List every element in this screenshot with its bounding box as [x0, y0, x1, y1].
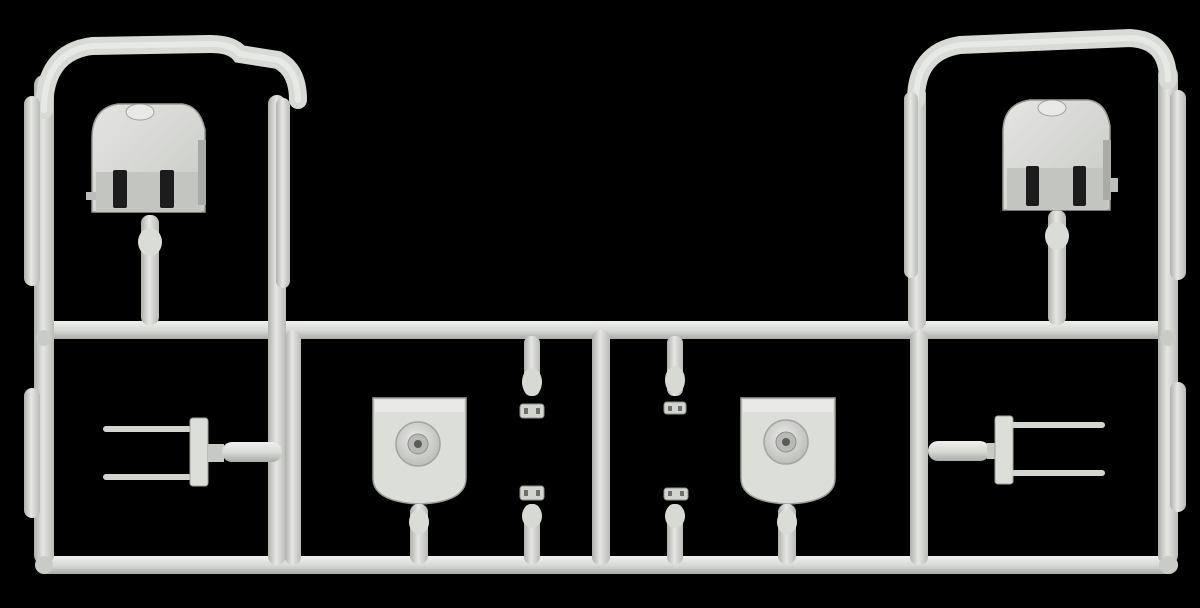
- gun-mount-plate-right: [740, 397, 836, 564]
- runner-stubs: [24, 90, 1186, 518]
- gun-mount-plate-left: [372, 397, 467, 564]
- small-parts-center: [519, 336, 689, 564]
- turret-left: [86, 103, 206, 325]
- turret-right: [1002, 99, 1118, 325]
- fork-part-left: [103, 417, 282, 487]
- fork-part-right: [928, 415, 1105, 485]
